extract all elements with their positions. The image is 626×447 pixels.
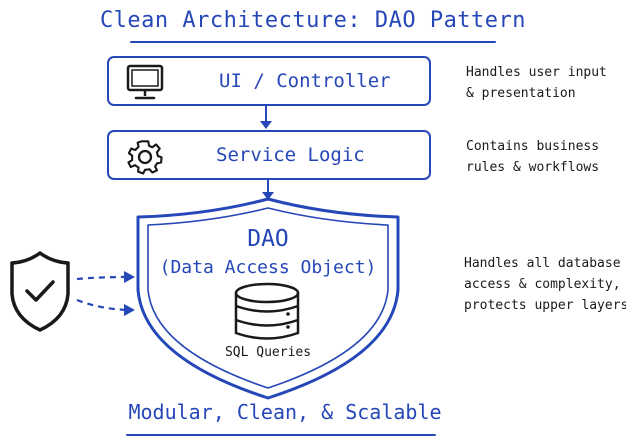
- service-logic-label: Service Logic: [216, 144, 365, 166]
- sql-queries-label: SQL Queries: [224, 345, 312, 360]
- database-icon: [234, 282, 300, 340]
- arrow-ui-to-service: [260, 106, 272, 129]
- dao-title: DAO: [247, 226, 289, 252]
- ui-controller-layer: UI / Controller: [107, 56, 431, 106]
- dao-subtitle: (Data Access Object): [159, 257, 377, 278]
- title-underline: [130, 41, 496, 43]
- monitor-icon: [126, 64, 164, 100]
- dashed-arrow-top: [76, 271, 135, 283]
- dao-shield: [136, 197, 400, 400]
- diagram-title: Clean Architecture: DAO Pattern: [99, 8, 527, 33]
- ui-controller-label: UI / Controller: [219, 70, 391, 92]
- arrow-service-to-dao: [262, 180, 274, 200]
- service-logic-layer: Service Logic: [107, 130, 431, 180]
- footer-caption: Modular, Clean, & Scalable: [128, 400, 442, 424]
- shield-check-icon: [10, 251, 70, 332]
- gear-icon: [127, 140, 163, 175]
- ui-controller-note: Handles user input & presentation: [466, 65, 607, 101]
- service-logic-note: Contains business rules & workflows: [466, 139, 600, 175]
- footer-underline: [126, 434, 436, 436]
- dashed-arrow-bottom: [76, 298, 135, 316]
- dao-note: Handles all database access & complexity…: [464, 256, 626, 313]
